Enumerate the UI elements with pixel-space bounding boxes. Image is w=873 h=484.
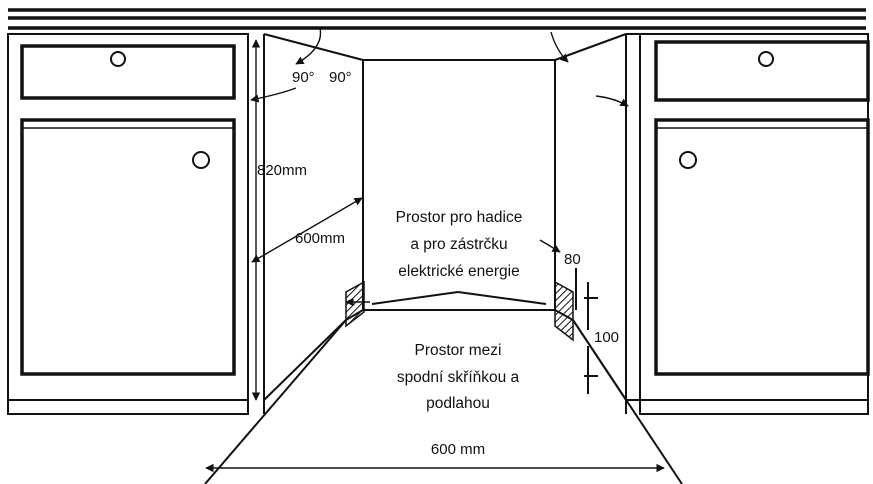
right-drawer-knob xyxy=(758,51,774,67)
right-cabinet xyxy=(626,33,870,415)
hose-space-label: Prostor pro hadice a pro zástrčku elektr… xyxy=(396,209,523,280)
angle-left-arc xyxy=(295,27,322,65)
left-cabinet xyxy=(7,33,249,415)
left-drawer-knob xyxy=(110,51,126,67)
right-drawer xyxy=(654,40,870,102)
angle-left-label: 90° xyxy=(292,69,315,86)
left-drawer xyxy=(20,44,236,100)
angle-right-label: 90° xyxy=(329,69,352,86)
height-label: 820mm xyxy=(257,162,307,179)
dim-100-label: 100 xyxy=(594,329,619,346)
back-wall xyxy=(362,59,556,311)
depth-dimension-line xyxy=(251,197,363,263)
angle-right-arc xyxy=(550,31,569,63)
width-label: 600 mm xyxy=(431,441,485,458)
depth-label: 600mm xyxy=(295,230,345,247)
right-door-knob xyxy=(679,151,697,169)
left-door-knob xyxy=(192,151,210,169)
floor-space-line: Prostor mezi xyxy=(415,342,502,359)
floor-space-label: Prostor mezi spodní skříňkou a podlahou xyxy=(397,342,520,412)
left-door xyxy=(20,118,236,376)
right-floor-hatch xyxy=(554,280,574,342)
angle-right-arrow xyxy=(595,95,629,107)
countertop xyxy=(8,8,866,30)
hose-space-line: elektrické energie xyxy=(398,263,519,280)
right-door xyxy=(654,118,870,376)
hose-space-line: a pro zástrčku xyxy=(410,236,507,253)
floor-space-line: spodní skříňkou a xyxy=(397,369,520,386)
hose-space-line: Prostor pro hadice xyxy=(396,209,523,226)
dimension-arrows xyxy=(205,27,665,473)
angle-left-arrow xyxy=(250,87,297,103)
installation-niche xyxy=(204,33,683,484)
left-floor-hatch xyxy=(345,280,365,328)
hose-arrow xyxy=(539,239,561,253)
floor-space-line: podlahou xyxy=(426,395,490,412)
dim-80-label: 80 xyxy=(564,251,581,268)
